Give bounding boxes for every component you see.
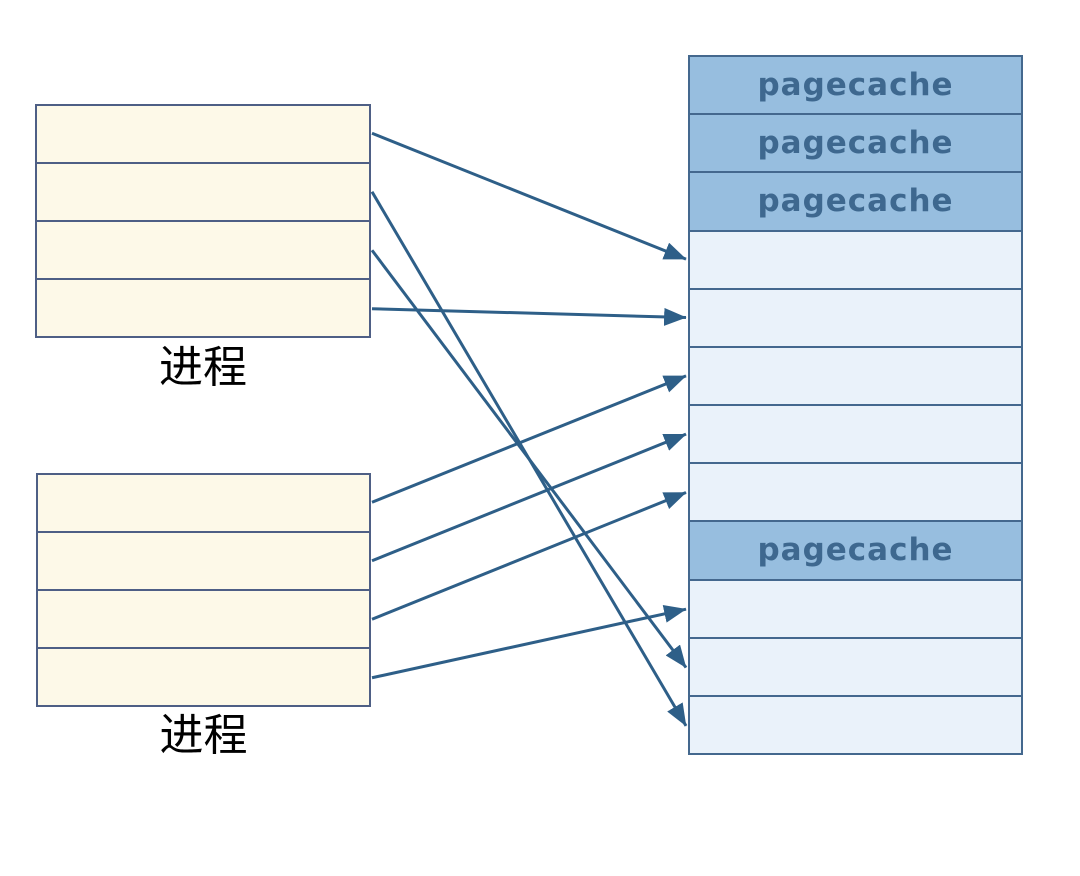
- process-page-row: [38, 531, 369, 589]
- pagecache-label: pagecache: [757, 183, 954, 220]
- pagecache-label: pagecache: [757, 532, 954, 569]
- mapping-arrow: [371, 374, 687, 504]
- mapping-arrow: [371, 605, 687, 680]
- process-box-2: [36, 473, 371, 707]
- free-page-row: [690, 694, 1021, 754]
- process-label-2: 进程: [159, 710, 248, 761]
- free-page-row: [690, 462, 1021, 521]
- mapping-arrow: [371, 307, 687, 326]
- process-page-row: [38, 475, 369, 531]
- process-page-row: [37, 106, 369, 162]
- pagecache-label: pagecache: [757, 67, 954, 104]
- free-page-row: [690, 636, 1021, 695]
- mapping-arrow: [371, 491, 687, 621]
- pagecache-row: pagecache: [690, 57, 1021, 114]
- free-page-row: [690, 287, 1021, 346]
- free-page-row: [690, 578, 1021, 637]
- pagecache-label: pagecache: [757, 125, 954, 162]
- pagecache-row: pagecache: [690, 171, 1021, 230]
- process-page-row: [37, 220, 369, 278]
- process-page-row: [37, 278, 369, 336]
- free-page-row: [690, 229, 1021, 288]
- mapping-arrow: [371, 432, 687, 563]
- process-label-1: 进程: [159, 342, 247, 393]
- memory-pagecache-column: pagecache pagecache pagecache pagecache: [688, 55, 1023, 755]
- free-page-row: [690, 345, 1021, 405]
- mapping-arrow: [371, 131, 687, 261]
- process-page-row: [38, 647, 369, 705]
- process-page-row: [37, 162, 369, 220]
- process-page-row: [38, 589, 369, 647]
- free-page-row: [690, 404, 1021, 463]
- process-box-1: [35, 104, 371, 338]
- mapping-arrow: [370, 190, 688, 727]
- pagecache-row: pagecache: [690, 520, 1021, 579]
- pagecache-row: pagecache: [690, 113, 1021, 172]
- mapping-arrow: [370, 249, 688, 669]
